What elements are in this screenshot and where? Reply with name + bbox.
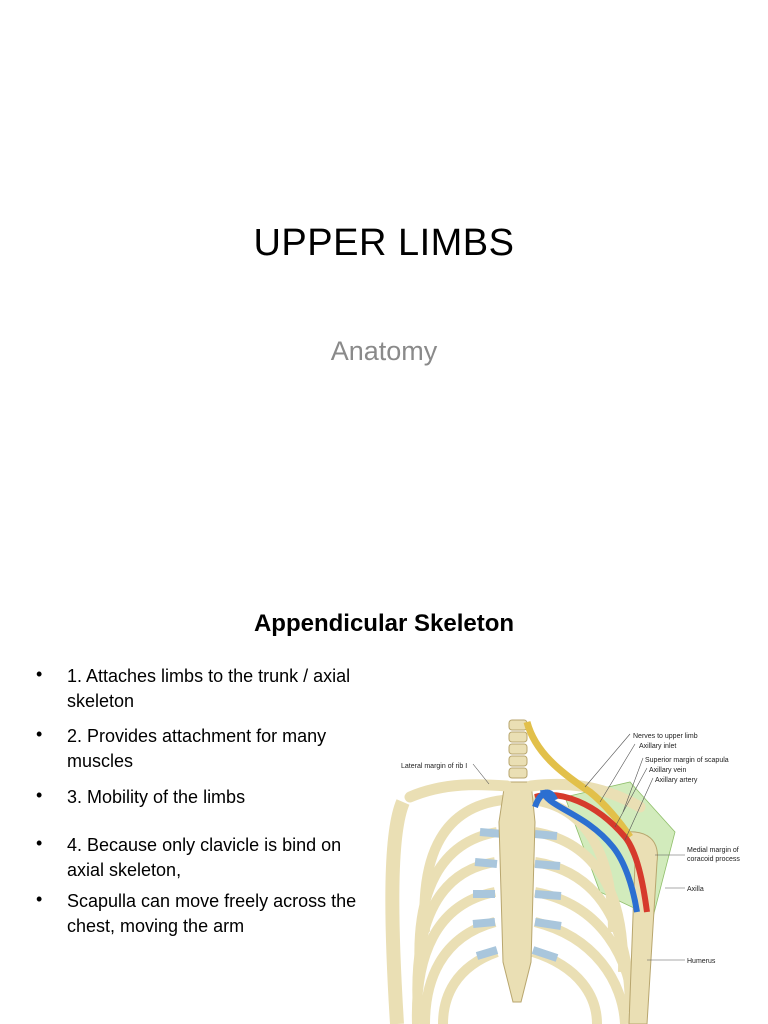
nerve-bundle	[523, 720, 633, 839]
bullet-text: 2. Provides attachment for many muscles	[67, 726, 327, 771]
spine	[508, 719, 528, 779]
content-slide: Appendicular Skeleton • 1. Attaches limb…	[0, 512, 768, 1024]
bullet-icon: •	[36, 664, 43, 684]
bullet-icon: •	[36, 889, 43, 909]
label-lateral-margin: Lateral margin of rib I	[401, 763, 467, 770]
label-nerves: Nerves to upper limb	[633, 733, 698, 740]
label-medial-margin-2: coracoid process	[687, 856, 740, 863]
bullet-list: • 1. Attaches limbs to the trunk / axial…	[36, 664, 376, 939]
left-humerus-shape	[385, 799, 410, 1024]
bullet-item: • 3. Mobility of the limbs	[36, 785, 376, 810]
bullet-text: 4. Because only clavicle is bind on axia…	[67, 835, 342, 880]
left-ribs	[411, 795, 504, 1024]
axillary-artery	[534, 792, 650, 913]
slide-subtitle: Anatomy	[330, 336, 438, 366]
sternum-shape	[498, 781, 536, 1003]
bullet-icon: •	[36, 833, 43, 853]
slide-title: UPPER LIMBS	[253, 222, 515, 264]
bullet-text: Scapulla can move freely across the ches…	[67, 891, 357, 936]
label-vein: Axillary vein	[649, 767, 686, 774]
title-slide: UPPER LIMBS Anatomy	[253, 222, 515, 366]
right-cartilage	[531, 830, 562, 962]
bullet-item: • 1. Attaches limbs to the trunk / axial…	[36, 664, 376, 714]
slide-heading: Appendicular Skeleton	[253, 610, 515, 637]
label-humerus: Humerus	[687, 958, 716, 965]
leader-lines	[472, 733, 685, 961]
ribcage-illustration: Nerves to upper limb Axillary inlet Supe…	[385, 712, 768, 1024]
label-axilla: Axilla	[687, 886, 704, 893]
axillary-vein	[540, 789, 640, 913]
bullet-icon: •	[36, 724, 43, 744]
bullet-item: • 4. Because only clavicle is bind on ax…	[36, 833, 376, 883]
label-medial-margin-1: Medial margin of	[687, 847, 739, 854]
ribcage-diagram: Nerves to upper limb Axillary inlet Supe…	[385, 719, 740, 1024]
bullet-item: • Scapulla can move freely across the ch…	[36, 889, 376, 939]
left-cartilage	[472, 828, 504, 960]
bullet-item: • 2. Provides attachment for many muscle…	[36, 724, 376, 774]
bullet-text: 1. Attaches limbs to the trunk / axial s…	[67, 666, 351, 711]
bullet-text: 3. Mobility of the limbs	[67, 787, 246, 807]
left-clavicle	[404, 779, 513, 803]
bullet-icon: •	[36, 785, 43, 805]
label-artery: Axillary artery	[655, 777, 698, 784]
label-inlet: Axillary inlet	[639, 743, 676, 750]
label-superior-margin: Superior margin of scapula	[645, 757, 729, 764]
